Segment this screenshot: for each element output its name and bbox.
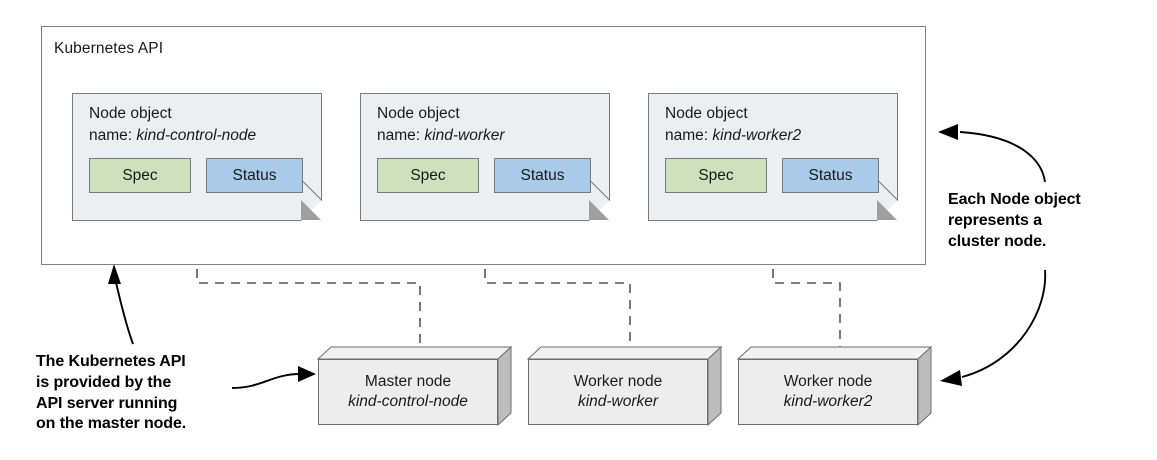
callout-arrow-left-curve — [114, 277, 134, 345]
node-object-card-kind-worker[interactable]: Node object name: kind-worker Spec Statu… — [360, 93, 611, 221]
kubernetes-api-label: Kubernetes API — [54, 40, 164, 57]
page-fold-triangle-icon — [589, 200, 609, 220]
node-object-name-label: name: — [377, 127, 421, 144]
page-fold-triangle-icon — [877, 200, 897, 220]
page-fold-edge-icon — [589, 179, 611, 201]
callout-right-line-2: represents a — [948, 211, 1042, 229]
callout-left-text: The Kubernetes API is provided by the AP… — [36, 352, 186, 435]
node-spec-chip[interactable]: Spec — [89, 158, 191, 193]
callout-arrow-right-lower-curve — [961, 269, 1047, 378]
callout-arrow-right-upper-curve — [959, 131, 1046, 183]
node-object-name-row: name: kind-control-node — [89, 127, 256, 145]
node-object-name-value: kind-worker2 — [712, 127, 802, 144]
node-object-name-row: name: kind-worker2 — [665, 127, 801, 145]
machine-front-face: Master node kind-control-node — [318, 359, 498, 425]
machine-role-label: Master node — [364, 373, 452, 391]
node-object-name-row: name: kind-worker — [377, 127, 505, 145]
node-spec-chip[interactable]: Spec — [665, 158, 767, 193]
node-object-heading: Node object — [665, 105, 748, 122]
machine-hostname-label: kind-worker — [577, 393, 659, 410]
callout-arrow-right-upper-head — [938, 124, 958, 140]
node-status-chip[interactable]: Status — [782, 158, 879, 193]
machine-front-face: Worker node kind-worker — [528, 359, 708, 425]
machine-hostname-label: kind-control-node — [348, 393, 468, 410]
node-object-name-value: kind-worker — [424, 127, 505, 144]
callout-left-line-1: The Kubernetes API — [36, 353, 186, 370]
node-status-chip[interactable]: Status — [206, 158, 303, 193]
node-object-name-label: name: — [665, 127, 709, 144]
node-status-chip[interactable]: Status — [494, 158, 591, 193]
callout-arrow-left-head — [108, 264, 121, 284]
callout-arrow-right-lower-head — [940, 370, 962, 386]
node-object-name-value: kind-control-node — [136, 127, 257, 144]
callout-left-line-4: on the master node. — [36, 415, 187, 433]
node-object-name-label: name: — [89, 127, 133, 144]
callout-right-line-1: Each Node object — [948, 191, 1081, 208]
callout-left-line-3: API server running — [36, 394, 178, 412]
node-object-card-kind-control-node[interactable]: Node object name: kind-control-node Spec… — [72, 93, 323, 221]
machine-hostname-label: kind-worker2 — [783, 393, 873, 410]
page-fold-edge-icon — [301, 179, 323, 201]
callout-left-line-2: is provided by the — [36, 373, 172, 391]
callout-arrow-left-to-master-head — [298, 366, 316, 382]
node-spec-chip[interactable]: Spec — [377, 158, 479, 193]
callout-right-line-3: cluster node. — [948, 232, 1047, 250]
node-object-heading: Node object — [89, 105, 172, 122]
page-fold-triangle-icon — [301, 200, 321, 220]
page-fold-edge-icon — [877, 179, 899, 201]
node-object-card-kind-worker2[interactable]: Node object name: kind-worker2 Spec Stat… — [648, 93, 899, 221]
callout-right-text: Each Node object represents a cluster no… — [948, 190, 1081, 252]
machine-front-face: Worker node kind-worker2 — [738, 359, 918, 425]
node-object-heading: Node object — [377, 105, 460, 122]
machine-role-label: Worker node — [573, 373, 663, 391]
callout-arrow-left-to-master — [231, 373, 301, 389]
machine-role-label: Worker node — [783, 373, 873, 391]
